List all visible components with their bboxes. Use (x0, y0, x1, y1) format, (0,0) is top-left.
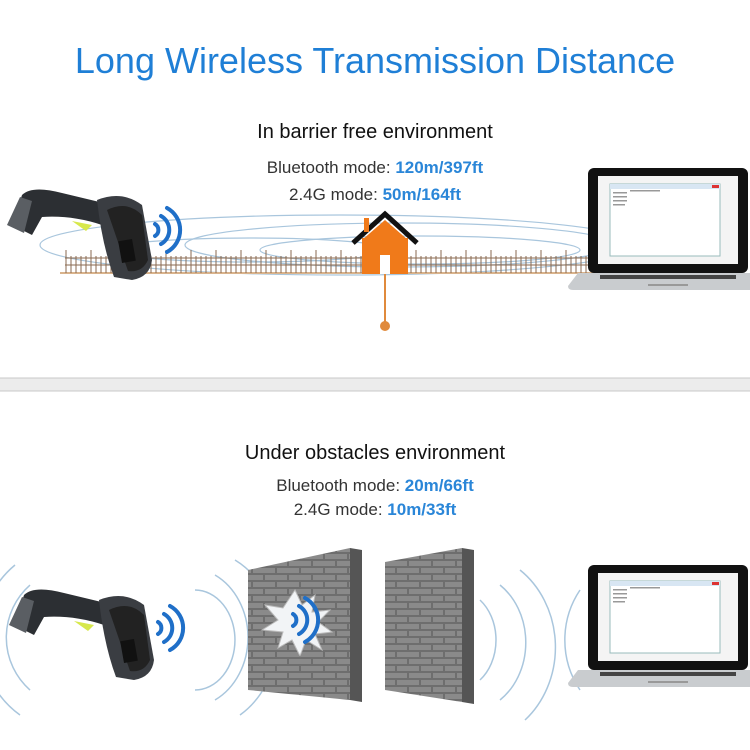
wireless-icon (153, 206, 183, 254)
barcode-scanner-image (9, 589, 154, 680)
obstacles-bluetooth: Bluetooth mode: 20m/66ft (0, 476, 750, 496)
g24-value: 50m/164ft (382, 185, 461, 204)
g24-label: 2.4G mode: (293, 500, 388, 519)
bluetooth-value: 20m/66ft (404, 476, 474, 495)
obstacles-scene (0, 548, 750, 721)
obstacles-heading: Under obstacles environment (244, 442, 506, 464)
bluetooth-label: Bluetooth mode: (266, 158, 396, 177)
wireless-icon (156, 604, 186, 652)
page-title: Long Wireless Transmission Distance (74, 40, 676, 81)
barrier-free-heading: In barrier free environment (257, 121, 493, 143)
pointer-dot (380, 321, 390, 331)
obstacles-24g: 2.4G mode: 10m/33ft (0, 500, 750, 520)
g24-label: 2.4G mode: (289, 185, 383, 204)
bluetooth-value: 120m/397ft (395, 158, 484, 177)
signal-arcs (0, 559, 581, 721)
brick-wall-back (385, 548, 474, 704)
g24-value: 10m/33ft (387, 500, 457, 519)
barrier-free-scene (7, 167, 750, 331)
bluetooth-label: Bluetooth mode: (276, 476, 405, 495)
barrier-free-bluetooth: Bluetooth mode: 120m/397ft (0, 158, 750, 178)
barrier-free-24g: 2.4G mode: 50m/164ft (0, 185, 750, 205)
house-icon (351, 210, 419, 274)
section-divider (0, 378, 750, 391)
laptop-image (567, 564, 750, 688)
